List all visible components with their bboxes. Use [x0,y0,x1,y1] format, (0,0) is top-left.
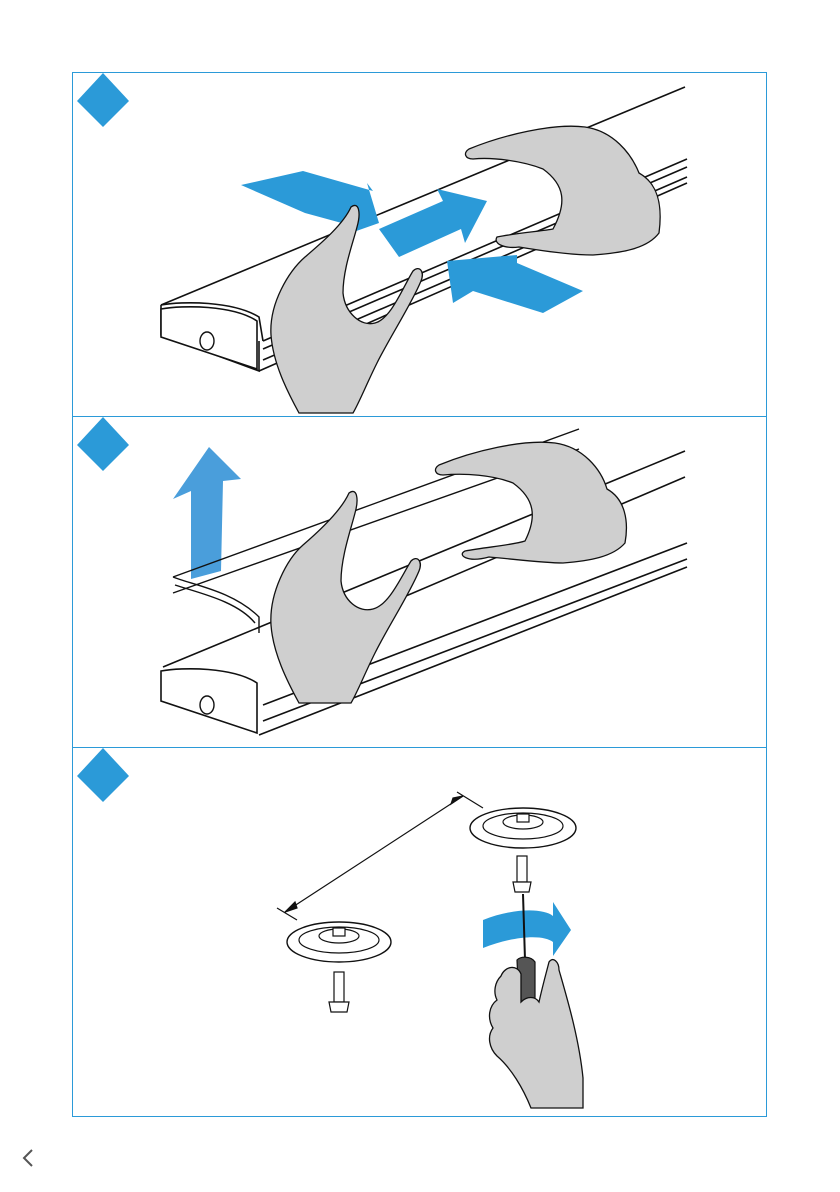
mounting-clips-illustration [73,748,768,1118]
hand-with-screwdriver [490,960,583,1108]
distance-dimension [277,792,483,920]
lift-arrow [173,447,241,579]
end-cap [161,669,257,733]
step-2-panel [72,416,767,748]
right-hand [466,126,661,255]
chevron-left-icon[interactable] [18,1146,42,1170]
screw-left [329,972,349,1012]
end-cap [161,307,257,369]
mounting-clip-right [470,808,576,848]
lift-diffuser-illustration [73,417,768,749]
step-1-panel [72,72,767,417]
rotation-arrow [483,902,571,956]
mounting-clip-left [287,922,391,962]
left-hand [271,491,420,703]
right-hand [436,442,627,563]
screw-right [513,856,531,892]
press-diffuser-illustration [73,73,768,418]
step-3-panel [72,747,767,1117]
